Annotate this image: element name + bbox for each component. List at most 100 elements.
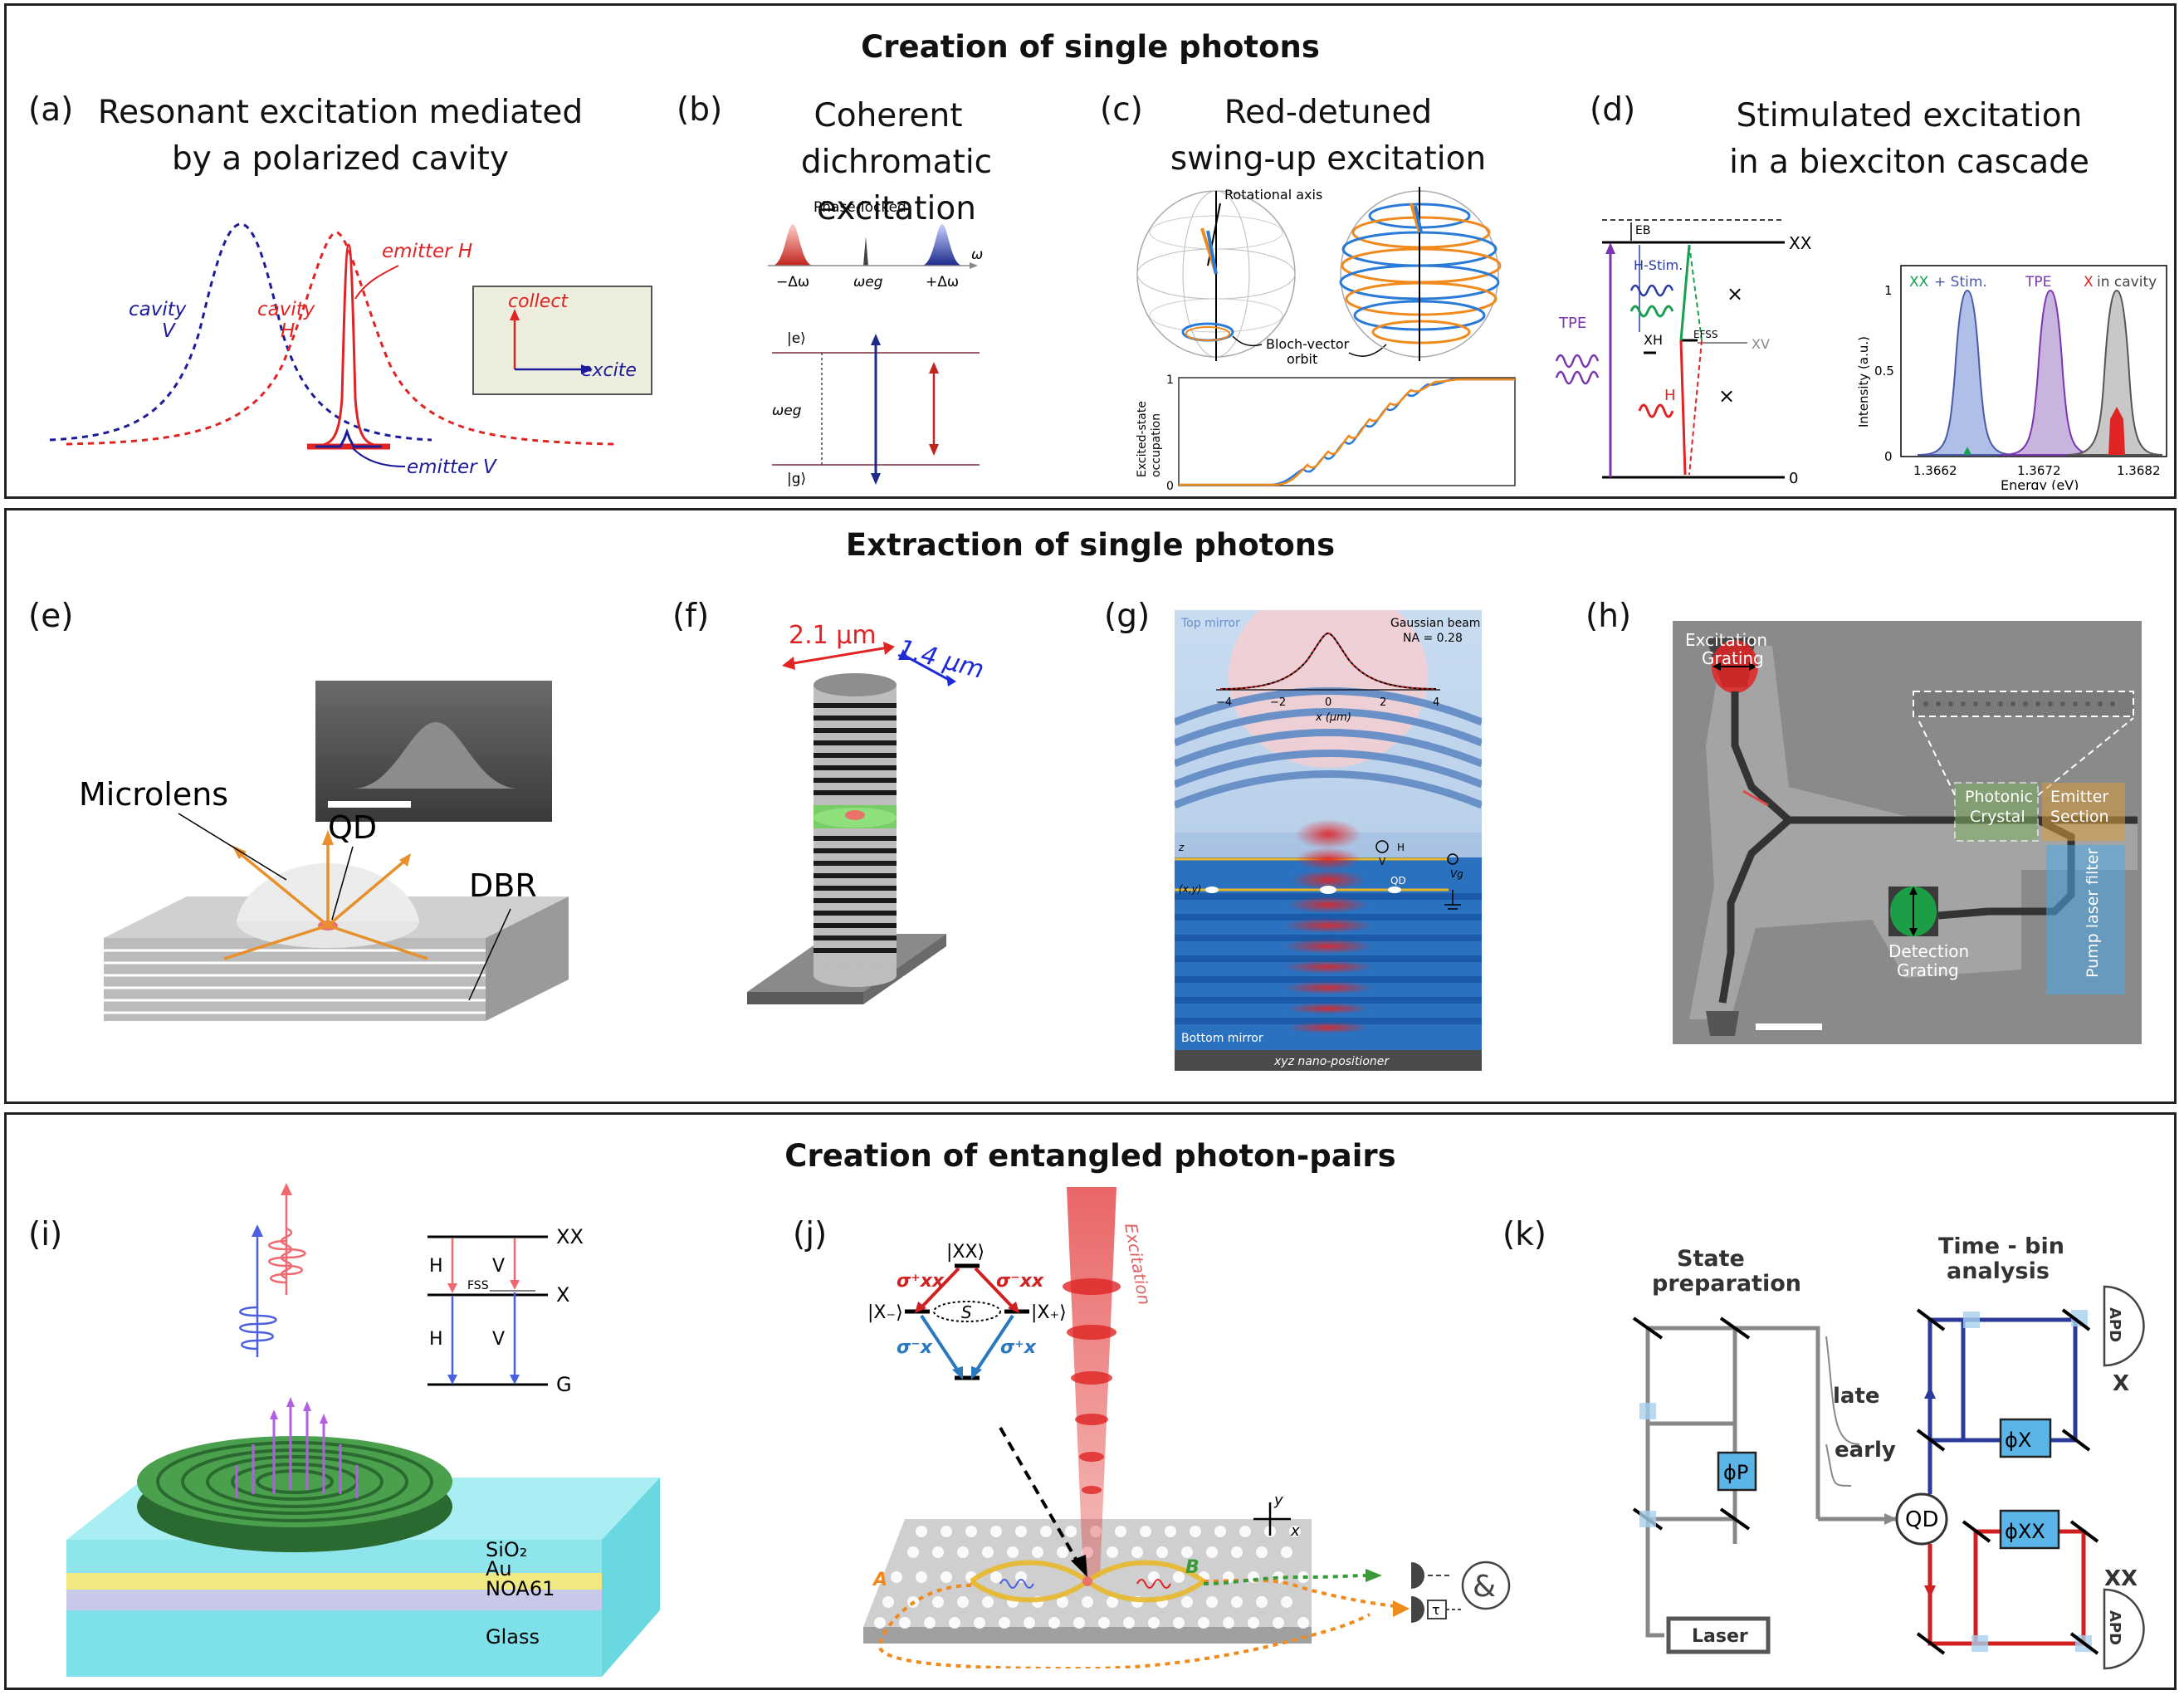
panel-label-b: (b) xyxy=(677,91,723,129)
label-photonic-crystal-1: Photonic xyxy=(1965,788,2033,806)
panel-label-d: (d) xyxy=(1590,91,1636,129)
panel-label-a: (a) xyxy=(28,91,74,129)
label-bloch-orbit-2: orbit xyxy=(1287,351,1317,367)
label-ket-xx: |XX⟩ xyxy=(946,1242,985,1263)
label-gaussian-beam: Gaussian beam xyxy=(1390,617,1480,630)
panel-g-diagram: Top mirror Gaussian beam NA = 0.28 −4 −2… xyxy=(1175,610,1482,1071)
label-qd: QD xyxy=(328,809,377,846)
label-apd-bottom: APD xyxy=(2106,1610,2123,1645)
label-z: z xyxy=(1178,842,1185,853)
label-xh: XH xyxy=(1644,332,1663,348)
phi-x-box xyxy=(1999,1418,2052,1458)
panel-d-title-2: in a biexciton cascade xyxy=(1729,144,2089,181)
legend-stim: + Stim. xyxy=(1934,274,1987,291)
label-weg: ωeg xyxy=(853,274,883,291)
spectrum-xlabel: Energy (eV) xyxy=(2001,477,2079,490)
label-and: & xyxy=(1473,1570,1496,1604)
label-plus-dw: +Δω xyxy=(926,274,959,291)
label-qd: QD xyxy=(1905,1507,1939,1532)
label-xy: (x,y) xyxy=(1179,883,1201,895)
panel-c-diagram: Rotational axis Bloch-vector orbit 1 0 E… xyxy=(1136,187,1516,493)
label-tau: τ xyxy=(1432,1602,1440,1618)
label-v: V xyxy=(1379,856,1386,867)
label-zero-level: 0 xyxy=(1789,470,1798,487)
label-xv: XV xyxy=(1752,336,1770,352)
label-bloch-orbit-1: Bloch-vector xyxy=(1266,336,1350,352)
section-entangled-photon-pairs: Creation of entangled photon-pairs xyxy=(4,1112,2177,1690)
spectrum-ytick-05: 0.5 xyxy=(1874,364,1894,379)
label-axis-y: y xyxy=(1273,1492,1283,1509)
panel-a-title-2: by a polarized cavity xyxy=(172,140,509,178)
legend-x: X xyxy=(2084,274,2094,291)
section-title: Extraction of single photons xyxy=(845,527,1336,563)
section-title: Creation of single photons xyxy=(861,29,1320,65)
g-xtick-4: 2 xyxy=(1380,696,1386,709)
label-cavity-v-1: cavity xyxy=(129,299,187,320)
legend-tpe: TPE xyxy=(2025,274,2051,291)
label-pump-laser-filter: Pump laser filter xyxy=(2084,848,2102,978)
panel-j-diagram: Excitation |XX⟩ |X₋⟩ |X₊⟩ S σ⁺xx σ⁻xx σ⁻… xyxy=(863,1187,1511,1668)
panel-e-diagram: Microlens QD DBR xyxy=(79,681,569,1021)
label-h-decay: H xyxy=(1664,387,1676,404)
label-bottom-mirror: Bottom mirror xyxy=(1181,1032,1263,1045)
g-xtick-3: 0 xyxy=(1325,696,1331,709)
label-emitter-section-2: Section xyxy=(2050,808,2109,826)
g-xtick-5: 4 xyxy=(1433,696,1439,709)
label-v1: V xyxy=(492,1256,505,1277)
g-xtick-1: −4 xyxy=(1216,696,1232,709)
label-rotational-axis: Rotational axis xyxy=(1224,187,1322,203)
phi-p-box xyxy=(1717,1451,1757,1492)
panel-k-diagram: State preparation Time - bin analysis la… xyxy=(1632,1237,2145,1670)
occupation-y1: 1 xyxy=(1166,374,1174,387)
label-v2: V xyxy=(492,1329,505,1350)
spectrum-xtick-2: 1.3672 xyxy=(2017,463,2061,478)
spectrum-ytick-0: 0 xyxy=(1884,449,1893,464)
label-noa61: NOA61 xyxy=(486,1577,555,1600)
label-s: S xyxy=(961,1302,972,1322)
label-emitter-v: emitter V xyxy=(407,457,498,478)
label-photonic-crystal-2: Crystal xyxy=(1970,808,2025,826)
cross-mark-1: × xyxy=(1727,282,1743,305)
panel-label-k: (k) xyxy=(1502,1216,1547,1253)
label-a: A xyxy=(872,1570,887,1590)
panel-a-diagram: cavity V cavity H emitter H emitter V co… xyxy=(49,222,652,478)
label-nano-positioner: xyz nano-positioner xyxy=(1273,1055,1390,1068)
label-time-bin-1: Time - bin xyxy=(1938,1237,2064,1259)
label-xx: XX xyxy=(556,1225,584,1248)
label-phase-locked: Phase-locked xyxy=(814,199,906,216)
label-phi-xx: ϕXX xyxy=(2005,1520,2045,1543)
label-state-prep-1: State xyxy=(1677,1246,1745,1272)
label-emitter-h: emitter H xyxy=(382,241,472,262)
label-ket-e: |e⟩ xyxy=(787,330,806,347)
spectrum-xtick-1: 1.3662 xyxy=(1913,463,1957,478)
label-cavity-v-2: V xyxy=(162,320,177,342)
label-h1: H xyxy=(429,1256,443,1277)
panel-a-title-1: Resonant excitation mediated xyxy=(97,94,584,131)
label-ket-g: |g⟩ xyxy=(787,471,806,487)
legend-in-cavity: in cavity xyxy=(2097,274,2157,291)
g-xtick-2: −2 xyxy=(1270,696,1286,709)
panel-label-i: (i) xyxy=(28,1216,63,1253)
panel-label-h: (h) xyxy=(1585,598,1632,635)
panel-b-title-2: dichromatic excitation xyxy=(800,144,993,227)
label-x-out: X xyxy=(2113,1371,2129,1396)
occupation-ylabel-2: occupation xyxy=(1150,413,1163,477)
polarization-inset xyxy=(472,286,652,395)
label-sio2: SiO₂ xyxy=(486,1538,527,1561)
label-early: early xyxy=(1835,1438,1896,1463)
panel-d-title-1: Stimulated excitation xyxy=(1736,97,2083,134)
label-phi-x: ϕX xyxy=(2005,1429,2031,1452)
label-cavity-h-2: H xyxy=(281,320,295,342)
label-qd: QD xyxy=(1390,875,1406,887)
label-h: H xyxy=(1397,842,1405,853)
cross-mark-2: × xyxy=(1718,384,1735,408)
occupation-y0: 0 xyxy=(1166,480,1174,493)
label-na: NA = 0.28 xyxy=(1403,632,1463,645)
panel-f-diagram: 2.1 μm 1.4 μm xyxy=(747,621,987,1004)
label-h-stim: H-Stim. xyxy=(1634,257,1683,273)
label-sigma-x-minus: σ⁻x xyxy=(897,1337,933,1358)
label-fss: FSS xyxy=(467,1279,489,1292)
label-sigma-xx-minus: σ⁻xx xyxy=(996,1271,1044,1292)
spectrum-xtick-3: 1.3682 xyxy=(2117,463,2161,478)
label-sigma-xx-plus: σ⁺xx xyxy=(897,1271,945,1292)
